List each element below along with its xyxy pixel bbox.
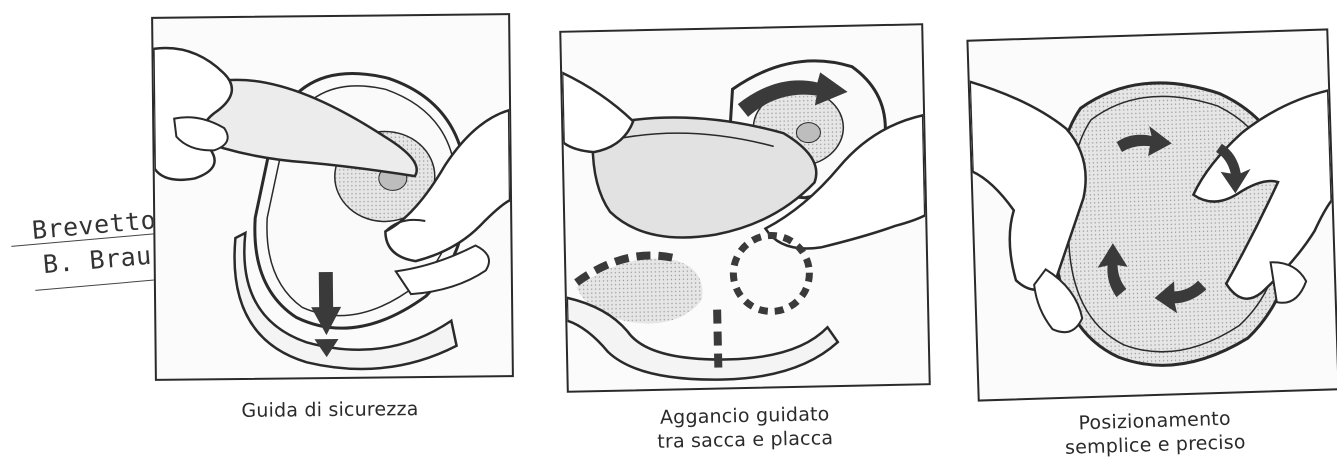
illustration-panel-safety-guide xyxy=(151,13,514,381)
caption-simple-positioning: Posizionamento semplice e preciso xyxy=(1019,405,1290,461)
positioning-illustration xyxy=(968,30,1337,399)
caption-safety-guide: Guida di sicurezza xyxy=(200,397,460,424)
illustration-panel-guided-coupling xyxy=(559,23,931,393)
illustration-panel-simple-positioning xyxy=(966,28,1337,401)
caption-line: Guida di sicurezza xyxy=(200,397,460,424)
pouch-coupling-illustration xyxy=(561,25,928,390)
hands-attaching-pouch-illustration xyxy=(153,15,512,379)
stamp-line-1: Brevetto xyxy=(31,205,157,245)
stamp-line-2: B. Braun xyxy=(42,239,168,279)
dashed-circle-icon xyxy=(733,235,811,313)
caption-guided-coupling: Aggancio guidato tra sacca e placca xyxy=(610,401,881,455)
caption-line: tra sacca e placca xyxy=(610,425,880,455)
